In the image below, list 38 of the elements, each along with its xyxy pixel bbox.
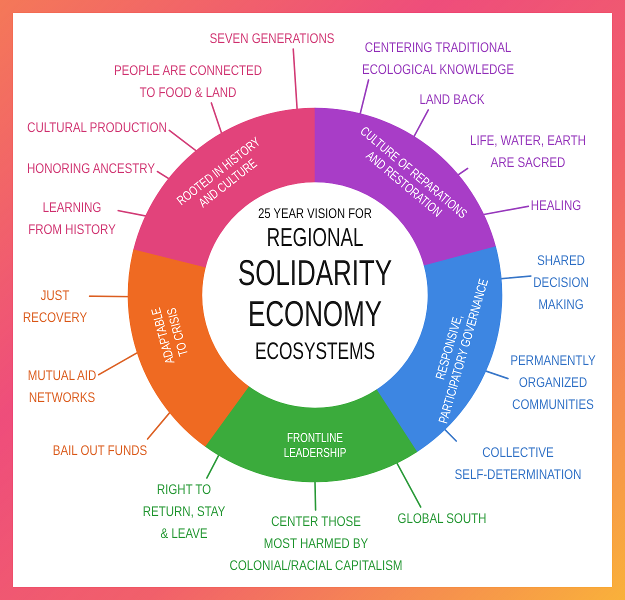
- label-text: CENTERING TRADITIONAL ECOLOGICAL KNOWLEDGE: [360, 38, 516, 79]
- label-text: HEALING: [530, 196, 582, 215]
- leader-line: [98, 352, 138, 376]
- leader-line: [413, 109, 430, 138]
- leader-line: [359, 79, 370, 114]
- label-text: GLOBAL SOUTH: [396, 509, 488, 528]
- label-text: HONORING ANCESTRY: [26, 159, 156, 178]
- leader-line: [396, 462, 422, 508]
- title-text: REGIONAL SOLIDARITY ECONOMY ECOSYSTEMS: [238, 222, 392, 367]
- segment-label: FRONTLINE LEADERSHIP: [284, 430, 346, 460]
- label-text: RIGHT TO RETURN, STAY & LEAVE: [142, 480, 226, 543]
- label-text: PERMANENTLY ORGANIZED COMMUNITIES: [509, 351, 597, 414]
- leader-line: [210, 102, 222, 134]
- label-text: PEOPLE ARE CONNECTED TO FOOD & LAND: [113, 61, 263, 102]
- leader-line: [314, 481, 316, 511]
- leader-line: [88, 295, 129, 298]
- leader-line: [485, 370, 509, 380]
- label-text: SEVEN GENERATIONS: [208, 29, 336, 48]
- leader-line: [206, 454, 220, 479]
- label-text: LIFE, WATER, EARTH ARE SACRED: [469, 131, 587, 172]
- label-text: MUTUAL AID NETWORKS: [26, 366, 98, 407]
- label-text: COLLECTIVE SELF-DETERMINATION: [454, 443, 582, 484]
- label-text: JUST RECOVERY: [22, 286, 88, 327]
- leader-line: [500, 275, 532, 280]
- leader-line: [482, 206, 530, 216]
- leader-line: [292, 48, 298, 110]
- label-text: LEARNING FROM HISTORY: [27, 198, 117, 239]
- leader-line: [156, 170, 170, 180]
- leader-line: [146, 412, 170, 440]
- leader-line: [444, 428, 457, 442]
- label-text: CULTURAL PRODUCTION: [26, 118, 168, 137]
- leader-line: [117, 210, 146, 217]
- label-text: LAND BACK: [418, 90, 486, 109]
- leader-line: [168, 130, 197, 152]
- label-text: BAIL OUT FUNDS: [52, 441, 148, 460]
- leader-line: [457, 168, 468, 176]
- label-text: SHARED DECISION MAKING: [532, 251, 590, 314]
- subtitle-text: 25 YEAR VISION FOR: [258, 204, 372, 223]
